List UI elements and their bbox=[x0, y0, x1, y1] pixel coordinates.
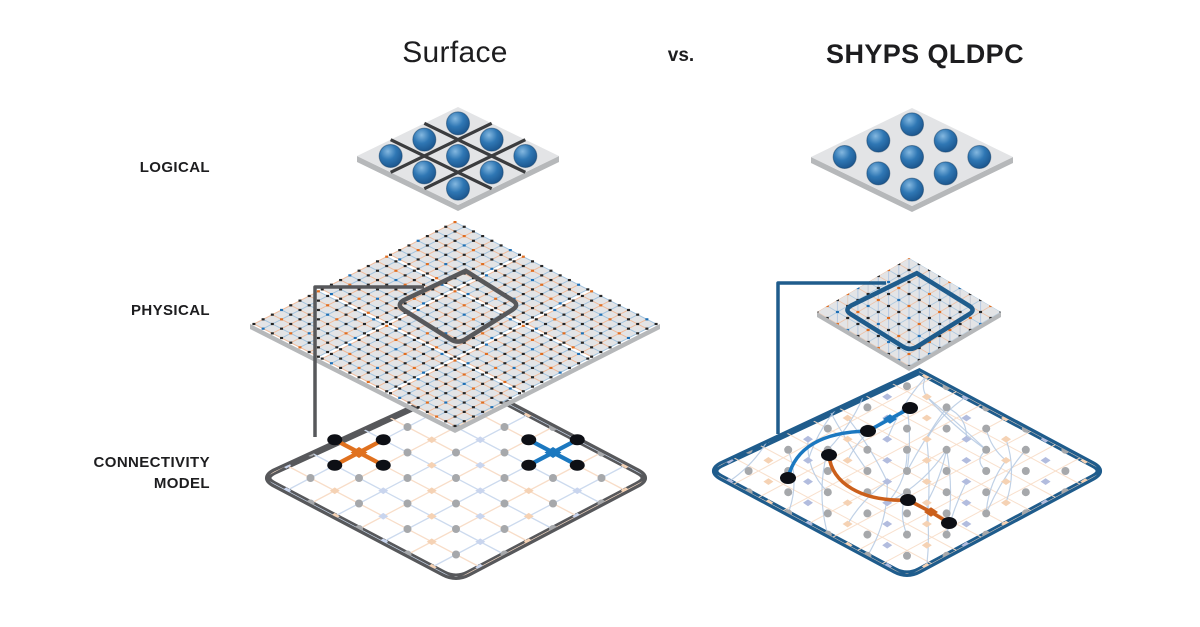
label-logical: LOGICAL bbox=[139, 159, 210, 176]
surface-physical-plate bbox=[250, 221, 660, 433]
surface-connectivity-plate bbox=[265, 378, 647, 580]
qubit-sphere bbox=[378, 144, 403, 168]
qubit-sphere bbox=[900, 177, 924, 202]
title-surface: Surface bbox=[402, 36, 508, 69]
qubit-sphere bbox=[866, 128, 891, 153]
surface-connector-line bbox=[313, 285, 424, 437]
title-vs: vs. bbox=[667, 45, 695, 66]
qubit-sphere bbox=[412, 127, 437, 152]
label-connectivity-line1: CONNECTIVITY bbox=[93, 454, 210, 471]
qubit-sphere bbox=[479, 160, 504, 185]
qubit-sphere bbox=[513, 144, 538, 168]
qubit-sphere bbox=[446, 176, 470, 201]
shyps-connector-line bbox=[776, 281, 886, 434]
qubit-sphere bbox=[446, 111, 470, 136]
surface-patch-outline bbox=[397, 268, 519, 344]
qubit-sphere bbox=[446, 144, 470, 168]
qubit-sphere bbox=[900, 112, 924, 137]
label-connectivity-model: CONNECTIVITY MODEL bbox=[94, 452, 210, 494]
qubit-sphere bbox=[479, 127, 504, 152]
qubit-sphere bbox=[832, 145, 857, 169]
surface-logical-plate bbox=[357, 107, 559, 211]
qubit-sphere bbox=[866, 161, 891, 186]
qubit-sphere bbox=[412, 160, 437, 185]
logical-qubits bbox=[832, 112, 992, 202]
shyps-physical-plate bbox=[817, 258, 1001, 371]
qubit-sphere bbox=[933, 161, 958, 186]
qubit-sphere bbox=[933, 128, 958, 153]
surface-blue-stabilizer bbox=[521, 434, 585, 471]
qubit-sphere bbox=[967, 145, 992, 169]
surface-orange-stabilizer bbox=[327, 434, 391, 471]
label-physical: PHYSICAL bbox=[130, 302, 210, 319]
logical-qubits bbox=[378, 111, 538, 201]
qubit-sphere bbox=[900, 145, 924, 169]
shyps-blue-chain bbox=[780, 402, 918, 484]
shyps-patch-outline bbox=[845, 270, 975, 352]
shyps-orange-chain bbox=[821, 449, 957, 529]
title-shyps-qldpc: SHYPS QLDPC bbox=[826, 39, 1024, 69]
shyps-logical-plate bbox=[811, 108, 1013, 212]
shyps-connectivity-plate bbox=[712, 367, 1102, 577]
label-connectivity-line2: MODEL bbox=[153, 475, 210, 492]
